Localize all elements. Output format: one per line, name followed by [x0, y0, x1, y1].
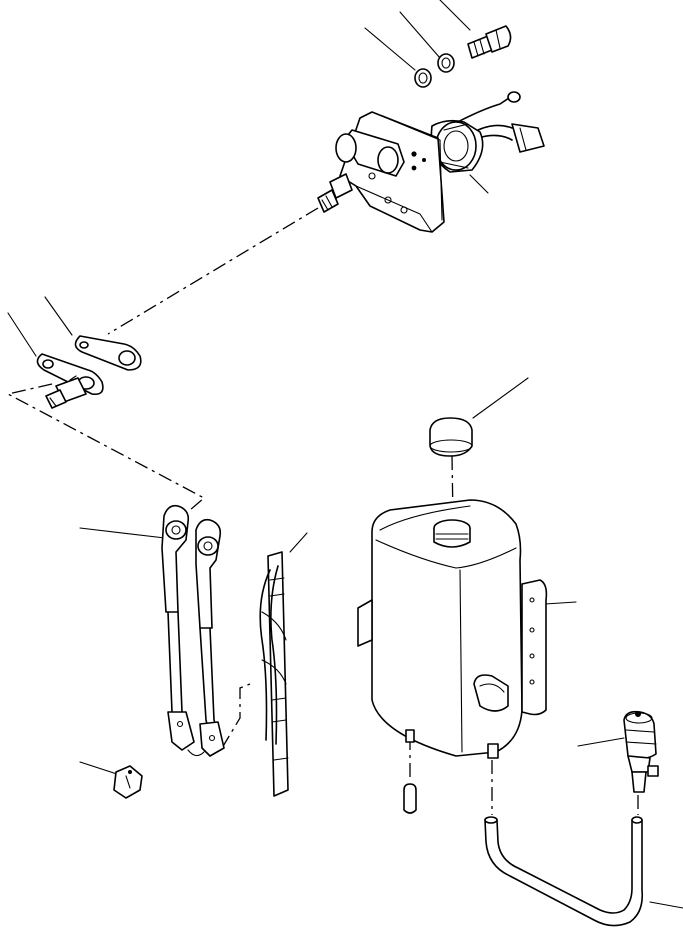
leader-link-plate-a	[44, 296, 73, 336]
leader-wiper-arm	[79, 527, 166, 539]
assembly-line-cap-to-tank	[451, 455, 454, 521]
leader-washer-a	[364, 27, 416, 71]
leader-wiper-motor	[469, 174, 489, 194]
assembly-line-shaft-to-arm	[6, 383, 206, 511]
leader-washer-pump	[577, 737, 625, 747]
leader-lines	[7, 0, 683, 909]
washer-icon	[414, 68, 432, 88]
washer-tank-icon	[357, 499, 523, 759]
leader-washer-b	[399, 11, 441, 59]
hose-fitting-icon	[467, 25, 512, 59]
hose-icon	[484, 816, 644, 927]
wiper-arm-icon	[161, 504, 225, 757]
plug-icon	[403, 783, 417, 814]
leader-tank-cap	[472, 377, 529, 419]
leader-mount-bracket	[544, 601, 577, 605]
wiper-motor-icon	[317, 91, 545, 233]
nut-icon	[113, 765, 143, 799]
link-plate-icon	[74, 335, 142, 371]
pivot-shaft-icon	[45, 375, 87, 409]
mount-bracket-icon	[521, 579, 548, 716]
assembly-line-motor-to-plate	[107, 207, 319, 335]
assembly-line-arm-to-blade	[221, 683, 251, 749]
leader-wiper-blade	[289, 532, 308, 553]
leader-arm-nut	[79, 761, 121, 776]
washer-icon	[437, 53, 455, 73]
wiper-blade-icon	[259, 551, 289, 797]
washer-pump-icon	[623, 710, 659, 793]
tank-cap-icon	[429, 417, 473, 457]
leader-hose	[649, 901, 683, 909]
leader-hose-fitting	[439, 0, 471, 31]
leader-link-plate-b	[7, 312, 37, 357]
assembly-lines	[6, 207, 639, 815]
